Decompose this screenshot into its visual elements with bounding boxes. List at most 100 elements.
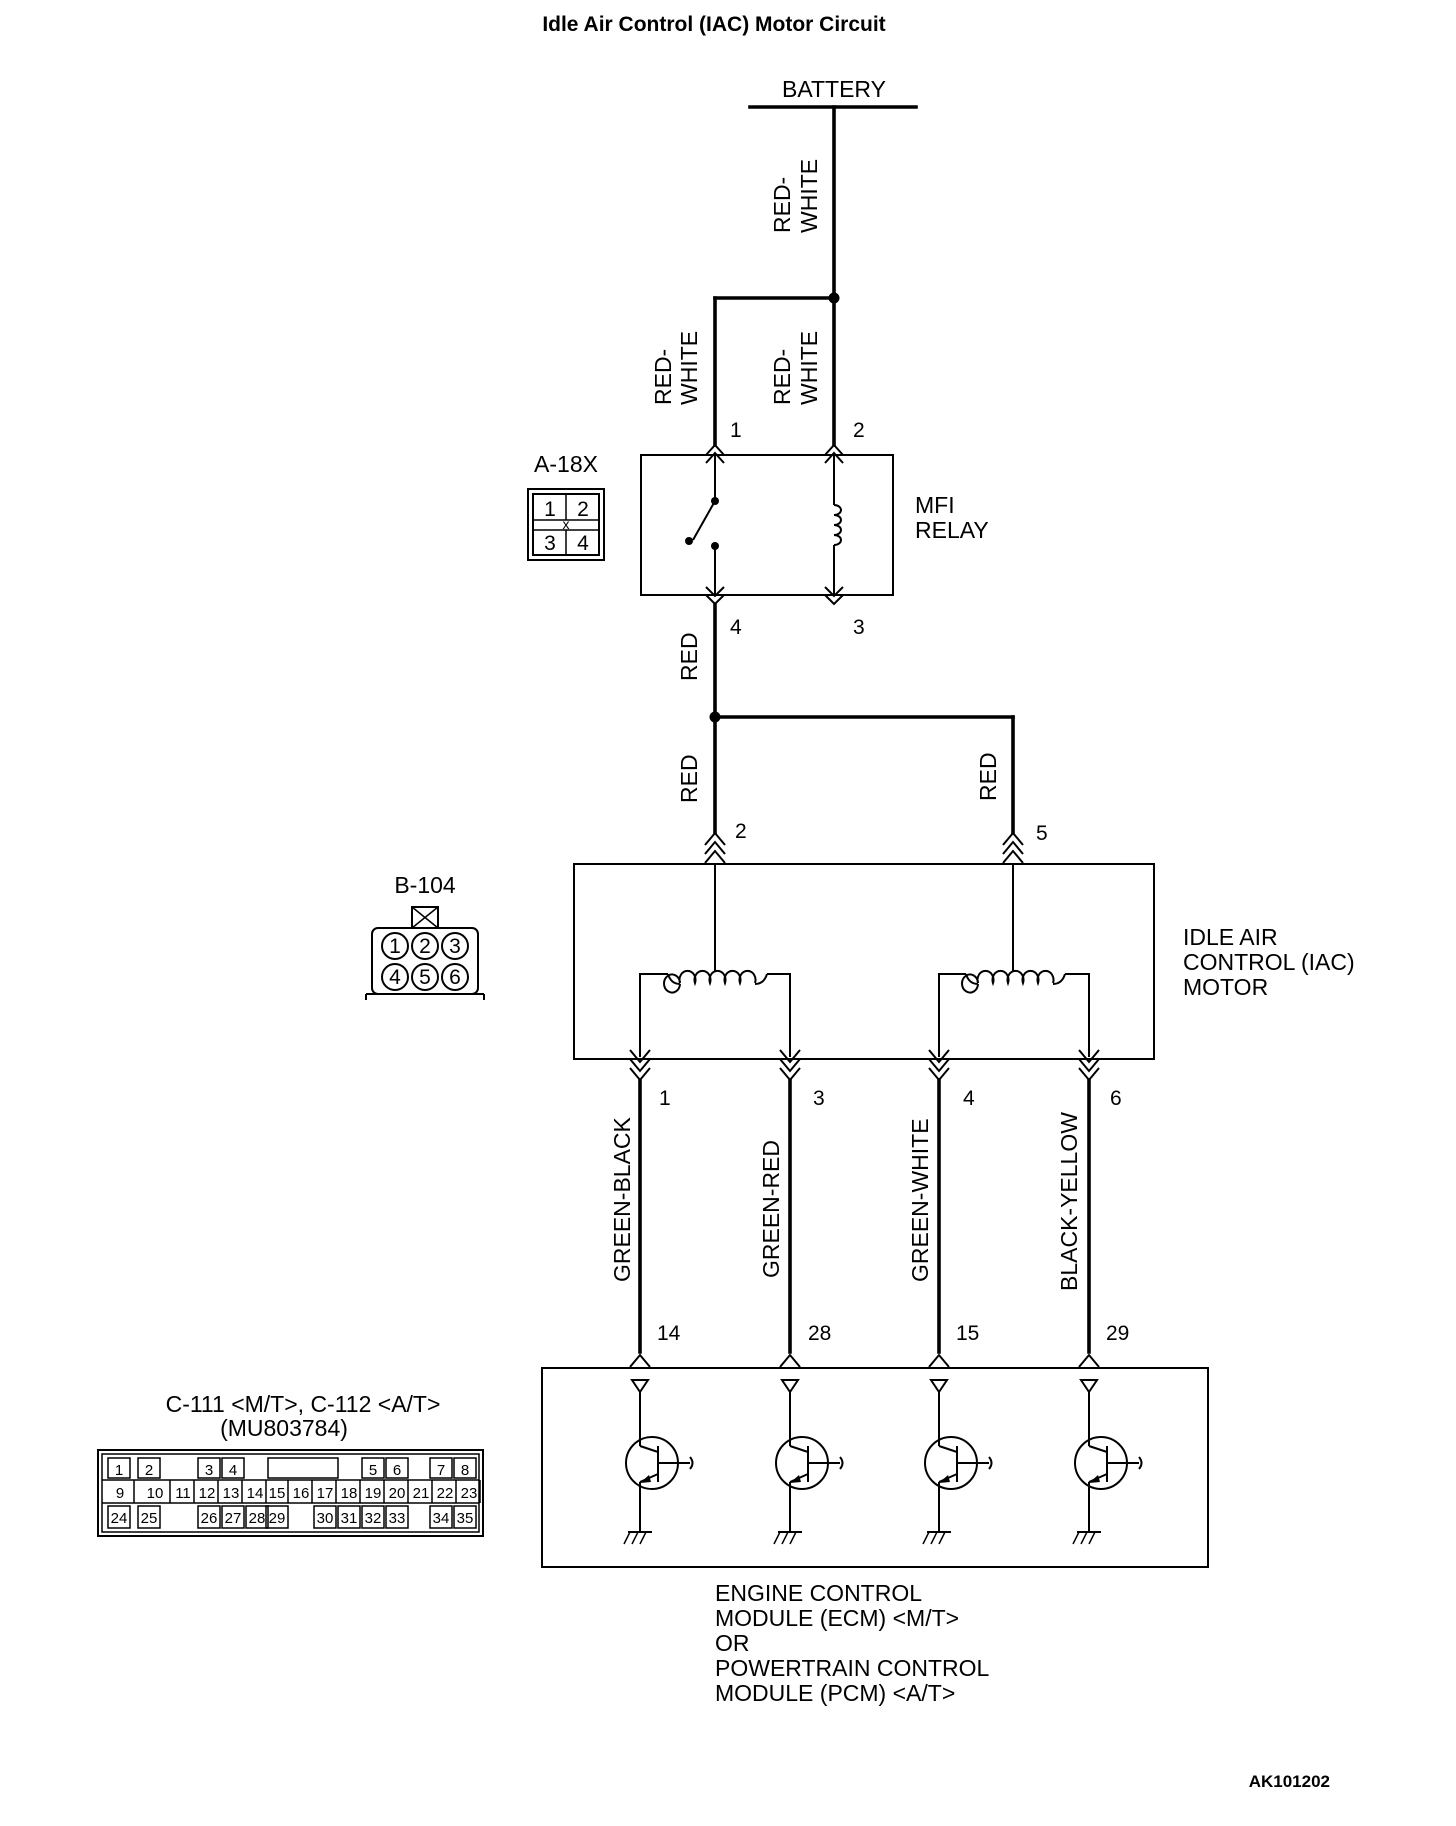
connector-pin: 31	[341, 1510, 358, 1527]
mfi-relay-label: MFI	[915, 492, 955, 518]
relay-coil	[833, 455, 842, 595]
connector-pin: 22	[437, 1485, 454, 1502]
connector-pin: 3	[449, 935, 461, 958]
relay-terminal-marks	[705, 443, 844, 606]
wire-color-label: GREEN-BLACK	[609, 1116, 635, 1282]
iac-motor-label: CONTROL (IAC)	[1183, 949, 1355, 975]
mfi-relay-label: RELAY	[915, 517, 989, 543]
connector-pin: 4	[229, 1462, 237, 1479]
ecm-label: POWERTRAIN CONTROL	[715, 1655, 990, 1681]
relay-switch	[685, 455, 719, 595]
junction-dot	[828, 292, 840, 304]
connector-pin: 16	[293, 1485, 310, 1502]
connector-pin: 5	[419, 966, 431, 989]
connector-blank-cell	[267, 1457, 339, 1479]
iac-coil-b	[938, 864, 1090, 1057]
connector-pin: 2	[145, 1462, 153, 1479]
connector-pin: 26	[201, 1510, 218, 1527]
wire-color-label: BLACK-YELLOW	[1056, 1112, 1082, 1291]
connector-pin: 1	[544, 498, 556, 521]
connector-pin: 20	[389, 1485, 406, 1502]
mfi-relay-box	[640, 454, 894, 596]
connector-pin: 18	[341, 1485, 358, 1502]
connector-pin-cell	[313, 1505, 337, 1529]
connector-pin: 29	[269, 1510, 286, 1527]
ecm-terminal-marks	[629, 1353, 1100, 1368]
ecm-label: ENGINE CONTROL	[715, 1580, 922, 1606]
connector-pin: 32	[365, 1510, 382, 1527]
connector-pin: 5	[369, 1462, 377, 1479]
npn-transistor-icon	[1072, 1379, 1143, 1545]
relay-connector-icon: 1 2 x 3 4	[527, 488, 605, 561]
connector-pin: 2	[419, 935, 431, 958]
connector-pin: 17	[317, 1485, 334, 1502]
connector-pin-cell	[453, 1457, 477, 1479]
connector-pin-cell	[429, 1457, 453, 1479]
connector-pin: 34	[433, 1510, 450, 1527]
connector-pin: 35	[457, 1510, 474, 1527]
ecm-box	[541, 1367, 1209, 1568]
wire-color-label: RED	[975, 752, 1001, 801]
connector-pin-cell	[361, 1457, 385, 1479]
connector-pin: 1	[115, 1462, 123, 1479]
connector-pin: 25	[141, 1510, 158, 1527]
ecm-label: OR	[715, 1630, 750, 1656]
wire-color-label: RED	[676, 632, 702, 681]
connector-pin: 27	[225, 1510, 242, 1527]
battery-label: BATTERY	[782, 76, 886, 102]
connector-pin-cell	[385, 1457, 409, 1479]
connector-pin: 15	[269, 1485, 286, 1502]
relay-pin-label: 1	[730, 419, 742, 442]
connector-pin: 6	[393, 1462, 401, 1479]
relay-connector-id: A-18X	[534, 451, 598, 477]
wire-color-label: WHITE	[676, 331, 702, 405]
figure-code: AK101202	[1249, 1772, 1330, 1791]
connector-pin: 21	[413, 1485, 430, 1502]
ecm-pin-label: 14	[657, 1322, 681, 1345]
connector-pin-cell	[137, 1457, 161, 1479]
connector-pin: 8	[461, 1462, 469, 1479]
connector-pin: 2	[577, 498, 589, 521]
relay-pin-label: 4	[730, 616, 742, 639]
connector-pin-cell	[429, 1505, 453, 1529]
wire-color-label: RED-	[650, 349, 676, 405]
iac-connector-id: B-104	[394, 872, 456, 898]
ecm-pin-label: 29	[1106, 1322, 1129, 1345]
connector-pin: 13	[223, 1485, 240, 1502]
iac-motor-label: IDLE AIR	[1183, 924, 1278, 950]
connector-pin-cell	[361, 1505, 385, 1529]
relay-pin-label: 3	[853, 616, 865, 639]
connector-pin-cell	[197, 1505, 221, 1529]
iac-coil-terminal-marks	[629, 1049, 1100, 1082]
connector-pin: 24	[111, 1510, 128, 1527]
connector-pin-cell	[221, 1457, 245, 1479]
wire-color-label: WHITE	[796, 331, 822, 405]
connector-pin-cell	[385, 1505, 409, 1529]
connector-pin: 30	[317, 1510, 334, 1527]
iac-pin-label: 1	[659, 1087, 671, 1110]
iac-connector-icon: 1 2 3 4 5 6	[365, 906, 485, 1000]
connector-pin: 23	[461, 1485, 478, 1502]
connector-pin: 3	[205, 1462, 213, 1479]
iac-motor-label: MOTOR	[1183, 974, 1268, 1000]
iac-coil-a	[639, 864, 791, 1057]
connector-pin-cell	[337, 1505, 361, 1529]
npn-transistor-icon	[922, 1379, 993, 1545]
connector-pin-cell	[107, 1505, 131, 1529]
connector-pin: 6	[449, 966, 461, 989]
iac-motor-box	[573, 863, 1155, 1060]
connector-pin-cell	[453, 1505, 477, 1529]
connector-pin: 3	[544, 532, 556, 555]
connector-pin-cell	[245, 1505, 269, 1529]
diagram-title: Idle Air Control (IAC) Motor Circuit	[542, 13, 885, 36]
connector-pin: 1	[389, 935, 401, 958]
connector-pin: 4	[389, 966, 401, 989]
iac-pin-label: 4	[963, 1087, 975, 1110]
connector-center-mark: x	[563, 516, 570, 532]
iac-pin-label: 5	[1036, 822, 1048, 845]
iac-supply-terminal-marks	[704, 831, 1024, 864]
npn-transistor-icon	[773, 1379, 844, 1545]
ecm-connector-part-number: (MU803784)	[220, 1415, 348, 1441]
npn-transistor-icon	[623, 1379, 694, 1545]
wire-color-label: RED-	[769, 349, 795, 405]
